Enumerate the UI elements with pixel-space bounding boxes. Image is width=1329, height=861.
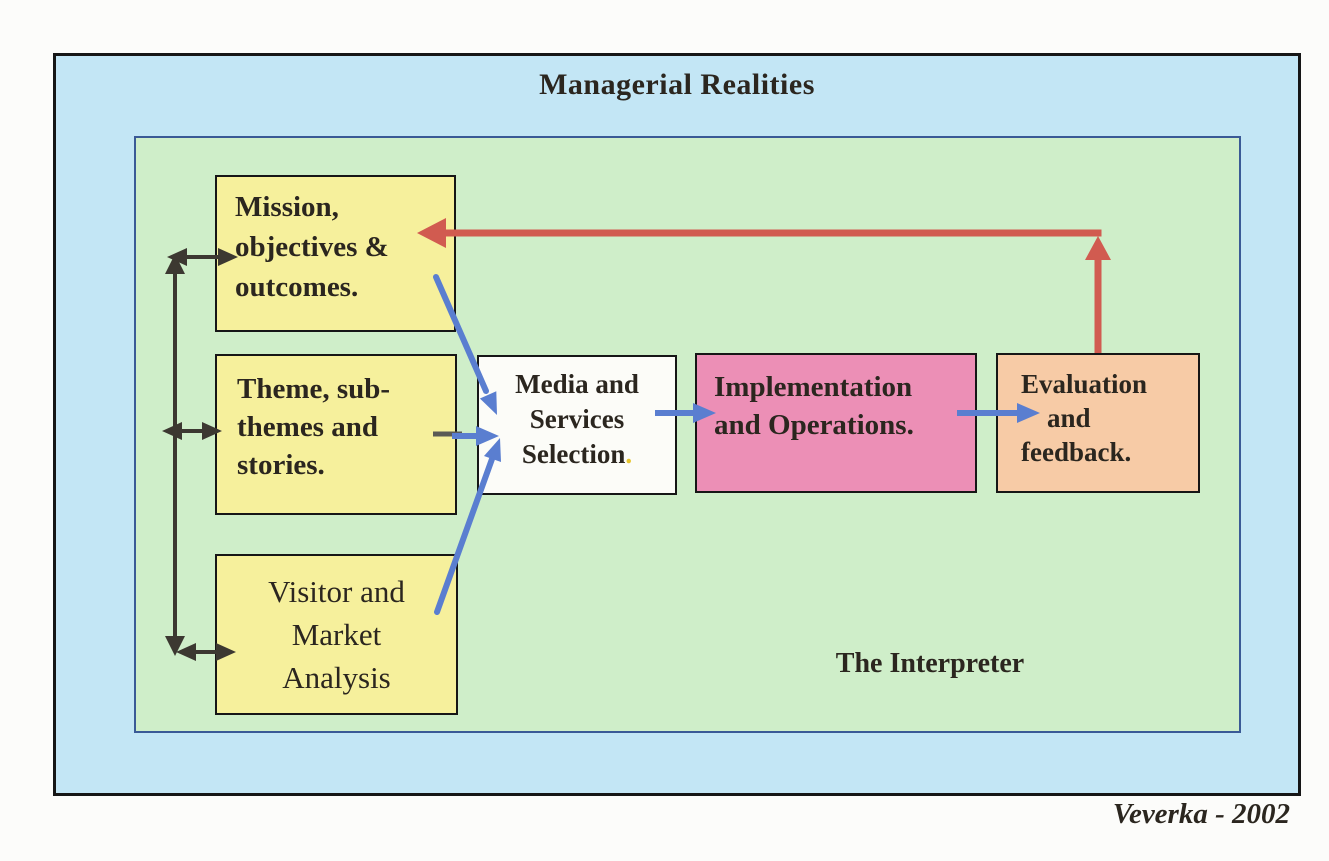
- node-visitor-market-analysis: Visitor and Market Analysis: [215, 554, 458, 715]
- node-text-line: Selection.: [479, 437, 675, 472]
- node-text-line: stories.: [237, 449, 325, 481]
- node-text-line: outcomes.: [235, 271, 359, 303]
- page-title: Managerial Realities: [539, 68, 815, 101]
- yellow-period: .: [625, 439, 633, 469]
- node-mission-objectives-outcomes: Mission, objectives & outcomes.: [215, 175, 456, 332]
- node-theme-subthemes-stories: Theme, sub- themes and stories.: [215, 354, 457, 515]
- node-implementation-operations: Implementation and Operations.: [695, 353, 977, 493]
- node-text-line: Market: [291, 617, 382, 652]
- node-text-line: Visitor and: [268, 574, 405, 609]
- interpreter-label: The Interpreter: [835, 648, 1025, 679]
- node-text-line: themes and: [237, 411, 378, 443]
- node-text-line: Services: [529, 404, 625, 434]
- node-text-line: and Operations.: [714, 409, 914, 441]
- node-media-services-selection: Media and Services Selection.: [477, 355, 677, 495]
- node-text-word: Selection: [521, 439, 626, 469]
- node-text-line: Implementation: [714, 371, 913, 403]
- node-text-line: Analysis: [282, 660, 391, 695]
- node-text-line: objectives &: [235, 231, 389, 263]
- node-text-line: and: [1047, 403, 1091, 433]
- node-text-line: feedback.: [1021, 437, 1132, 467]
- node-text-line: Theme, sub-: [237, 373, 391, 405]
- node-text-line: Mission,: [235, 191, 339, 223]
- credit-label: Veverka - 2002: [1112, 798, 1290, 830]
- node-evaluation-feedback: Evaluation and feedback.: [996, 353, 1200, 493]
- node-text-line: Evaluation: [1021, 369, 1148, 399]
- node-text-line: Media and: [515, 369, 639, 399]
